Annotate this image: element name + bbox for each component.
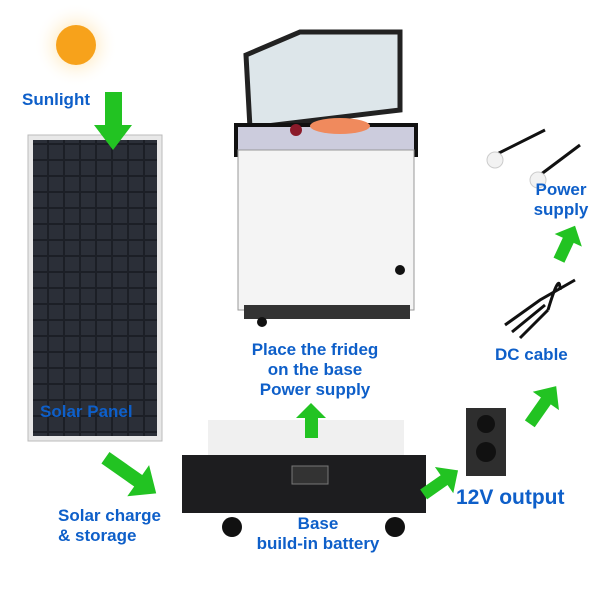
dc-cable-label: DC cable: [495, 345, 568, 364]
arrow-diagonal-icon: [553, 225, 582, 263]
solar-charge-label: Solar charge & storage: [58, 506, 161, 546]
arrow-diagonal-icon: [420, 467, 459, 500]
fridge-line-1: Place the frideg: [251, 340, 379, 359]
solar-charge-line: Solar charge: [58, 506, 161, 525]
light-bulbs-image: [486, 128, 581, 189]
fridge-line-3: Power supply: [259, 380, 371, 399]
sunlight-label: Sunlight: [22, 90, 90, 109]
base-line: Base: [297, 514, 339, 533]
12v-output-label: 12V output: [456, 486, 565, 509]
arrow-down-icon: [94, 92, 132, 150]
solar-panel-label: Solar Panel: [40, 402, 133, 421]
freezer-image: [234, 29, 418, 327]
flow-arrows: [94, 92, 582, 500]
power-supply-label: Power supply: [526, 180, 596, 220]
base-battery-label: Base build-in battery: [228, 514, 408, 554]
dc-cable-image: [504, 278, 576, 340]
arrow-diagonal-icon: [524, 386, 559, 428]
fridge-placement-label: Place the frideg on the base Power suppl…: [225, 340, 405, 400]
sun-icon: [34, 3, 118, 87]
solar-panel-image: [27, 134, 163, 442]
fridge-line-2: on the base: [267, 360, 363, 379]
arrow-diagonal-icon: [101, 452, 157, 497]
arrow-up-icon: [296, 403, 326, 438]
storage-line: & storage: [58, 526, 137, 545]
power-line: Power: [535, 180, 587, 199]
12v-output-socket-image: [466, 408, 506, 476]
battery-line: build-in battery: [256, 534, 380, 553]
battery-base-image: [182, 420, 426, 537]
supply-line: supply: [533, 200, 589, 219]
